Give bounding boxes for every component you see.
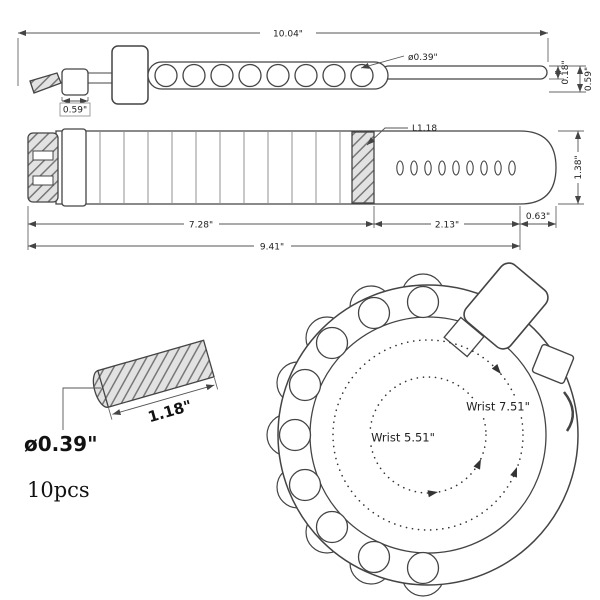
- wrist-outer-label: Wrist 7.51": [466, 400, 530, 414]
- pin-length-label: 1.18": [146, 397, 194, 427]
- bead-circle: [266, 63, 290, 88]
- arrowhead: [427, 490, 438, 498]
- strap-side: [381, 65, 548, 80]
- bead-circle: [357, 296, 391, 330]
- dimension-line: [112, 384, 215, 416]
- arrowhead: [473, 459, 481, 470]
- bead-circle: [294, 63, 318, 88]
- keeper-side: [61, 68, 89, 96]
- dim-band-thickness-label: 0.59": [584, 67, 594, 91]
- wrist-view: Wrist 7.51" Wrist 5.51": [266, 262, 579, 597]
- beads-row-side: [154, 63, 374, 88]
- buckle-slot: [32, 150, 54, 161]
- dim-band-width-label: 1.38": [574, 155, 584, 179]
- bead-circle: [210, 63, 234, 88]
- leader-line: [360, 55, 405, 69]
- bead-circle: [182, 63, 206, 88]
- dim-bead-diameter-label: ø0.39": [408, 53, 438, 63]
- clasp-wrapped: [531, 343, 575, 385]
- pin-diameter-label: ø0.39": [24, 432, 98, 456]
- bead-circle: [288, 368, 322, 402]
- bead-circle: [154, 63, 178, 88]
- adjustment-holes: [396, 160, 516, 176]
- dim-tip-section-label: 0.63": [526, 212, 550, 222]
- arrowhead: [491, 364, 501, 374]
- arrowhead: [510, 467, 517, 478]
- strap-tip-side: [29, 72, 62, 94]
- bead-circle: [278, 418, 312, 452]
- dim-keeper-label: 0.59": [63, 106, 87, 116]
- keeper-top: [61, 128, 87, 207]
- pin-cylinder: 1.18": [92, 339, 219, 427]
- wrist-inner-dotted-circle: [369, 376, 487, 494]
- bead-division-lines: [99, 132, 341, 203]
- pin-detail: 1.18" ø0.39" 10pcs: [24, 339, 219, 502]
- label-background: [460, 399, 536, 414]
- bead-circle: [322, 63, 346, 88]
- dim-strap-thickness-label: 0.18": [561, 60, 571, 84]
- wrist-outer-dotted-circle: [332, 339, 524, 531]
- bead-circle: [238, 63, 262, 88]
- pin-quantity-label: 10pcs: [27, 478, 90, 502]
- dim-subtotal-label: 9.41": [260, 243, 284, 253]
- label-background: [365, 430, 441, 445]
- side-view: 10.04" 0.59" ø0.39": [17, 30, 594, 117]
- wrist-inner-label: Wrist 5.51": [371, 431, 435, 445]
- bead-circle: [315, 326, 349, 360]
- band-top: [55, 130, 557, 205]
- bead-circle: [315, 510, 349, 544]
- bead-circle: [288, 468, 322, 502]
- leader-line: [62, 387, 101, 430]
- buckle-top: [27, 132, 59, 203]
- extension-line: [213, 377, 219, 390]
- extension-line: [108, 407, 113, 420]
- buckle-slot: [32, 175, 54, 186]
- top-view: L1.18 1.38" 7.28" 2.13" 0.63": [27, 124, 584, 253]
- dim-label-box: [59, 102, 91, 117]
- buckle-side: [111, 45, 149, 105]
- pin-section: [351, 131, 375, 204]
- dim-bead-section-label: 7.28": [189, 221, 213, 231]
- strap-end-hook: [563, 391, 574, 432]
- pin-callout-label: L1.18: [412, 124, 437, 134]
- buckle-wrapped: [463, 262, 549, 350]
- leader-line: [366, 127, 408, 146]
- dim-hole-section-label: 2.13": [435, 221, 459, 231]
- bead-circle: [406, 285, 440, 319]
- dim-total-length-label: 10.04": [273, 30, 303, 40]
- bead-circle: [357, 540, 391, 574]
- bead-circle: [406, 551, 440, 585]
- pin-body: [97, 339, 215, 408]
- beads-wrapped: [278, 285, 440, 585]
